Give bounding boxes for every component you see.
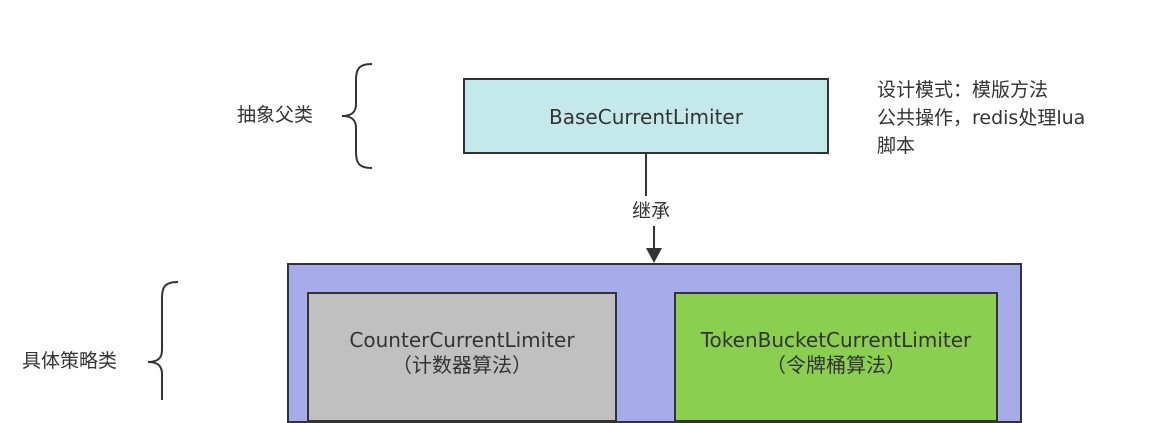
token-node-subtitle: （令牌桶算法）	[766, 353, 906, 377]
note-line-1: 设计模式：模版方法	[877, 79, 1049, 101]
inherit-arrowhead	[646, 248, 662, 263]
base-current-limiter-node: BaseCurrentLimiter	[463, 78, 829, 154]
counter-current-limiter-node: CounterCurrentLimiter （计数器算法）	[307, 292, 617, 422]
concrete-strategy-label: 具体策略类	[22, 350, 118, 372]
base-node-title: BaseCurrentLimiter	[549, 105, 743, 129]
token-bucket-current-limiter-node: TokenBucketCurrentLimiter （令牌桶算法）	[674, 292, 998, 422]
abstract-parent-label: 抽象父类	[237, 104, 314, 126]
token-node-text: TokenBucketCurrentLimiter （令牌桶算法）	[676, 328, 996, 378]
token-node-title: TokenBucketCurrentLimiter	[700, 328, 972, 352]
diagram-canvas: 抽象父类 具体策略类 继承 BaseCurrentLimiter 设计模式：模版…	[22, 63, 1085, 423]
counter-node-text: CounterCurrentLimiter （计数器算法）	[309, 328, 615, 378]
connector-layer	[147, 63, 662, 400]
note-line-3: 脚本	[877, 135, 916, 157]
counter-node-title: CounterCurrentLimiter	[349, 328, 575, 352]
abstract-brace	[341, 63, 373, 169]
note-line-2: 公共操作，redis处理lua	[877, 107, 1086, 129]
counter-node-subtitle: （计数器算法）	[392, 353, 532, 377]
design-note: 设计模式：模版方法 公共操作，redis处理lua 脚本	[877, 76, 1085, 160]
strategy-brace	[147, 281, 179, 400]
inherit-label: 继承	[632, 200, 671, 222]
